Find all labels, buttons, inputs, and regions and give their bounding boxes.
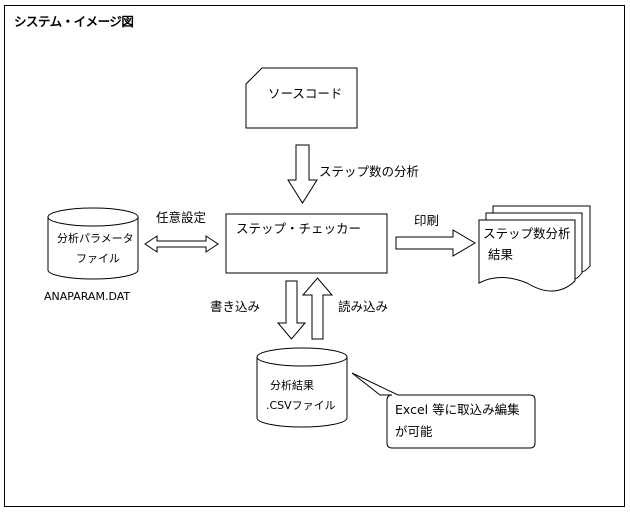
param-file-label-line2: ファイル <box>76 252 120 265</box>
result-csv-cylinder <box>256 347 348 428</box>
result-csv-label-line1: 分析結果 <box>270 379 314 392</box>
arrow-read <box>301 277 334 340</box>
optional-setting-label: 任意設定 <box>156 210 207 225</box>
read-label: 読み込み <box>338 299 389 314</box>
result-documents <box>478 205 591 292</box>
step-checker-label: ステップ・チェッカー <box>236 221 362 236</box>
arrow-param-checker <box>144 235 219 253</box>
param-file-label-line1: 分析パラメータ <box>57 232 134 245</box>
source-code-label: ソースコード <box>268 86 343 101</box>
step-checker-box <box>225 213 388 274</box>
result-docs-label-line2: 結果 <box>488 247 514 262</box>
callout-label-line1: Excel 等に取込み編集 <box>395 402 520 417</box>
step-analysis-label: ステップ数の分析 <box>319 164 420 179</box>
diagram-frame <box>4 5 625 507</box>
param-file-name: ANAPARAM.DAT <box>44 290 131 303</box>
source-code-card <box>245 67 358 129</box>
arrow-checker-to-print <box>395 229 476 257</box>
write-label: 書き込み <box>210 299 261 314</box>
callout-label-line2: が可能 <box>395 424 433 439</box>
result-csv-label-line2: .CSVファイル <box>266 399 336 412</box>
print-label: 印刷 <box>414 213 440 228</box>
callout-bubble <box>351 372 536 449</box>
param-file-cylinder <box>47 207 139 280</box>
arrow-write <box>276 280 307 340</box>
result-docs-label-line1: ステップ数分析 <box>483 226 571 241</box>
arrow-source-to-checker <box>287 144 318 204</box>
diagram-title: システム・イメージ図 <box>14 14 134 29</box>
